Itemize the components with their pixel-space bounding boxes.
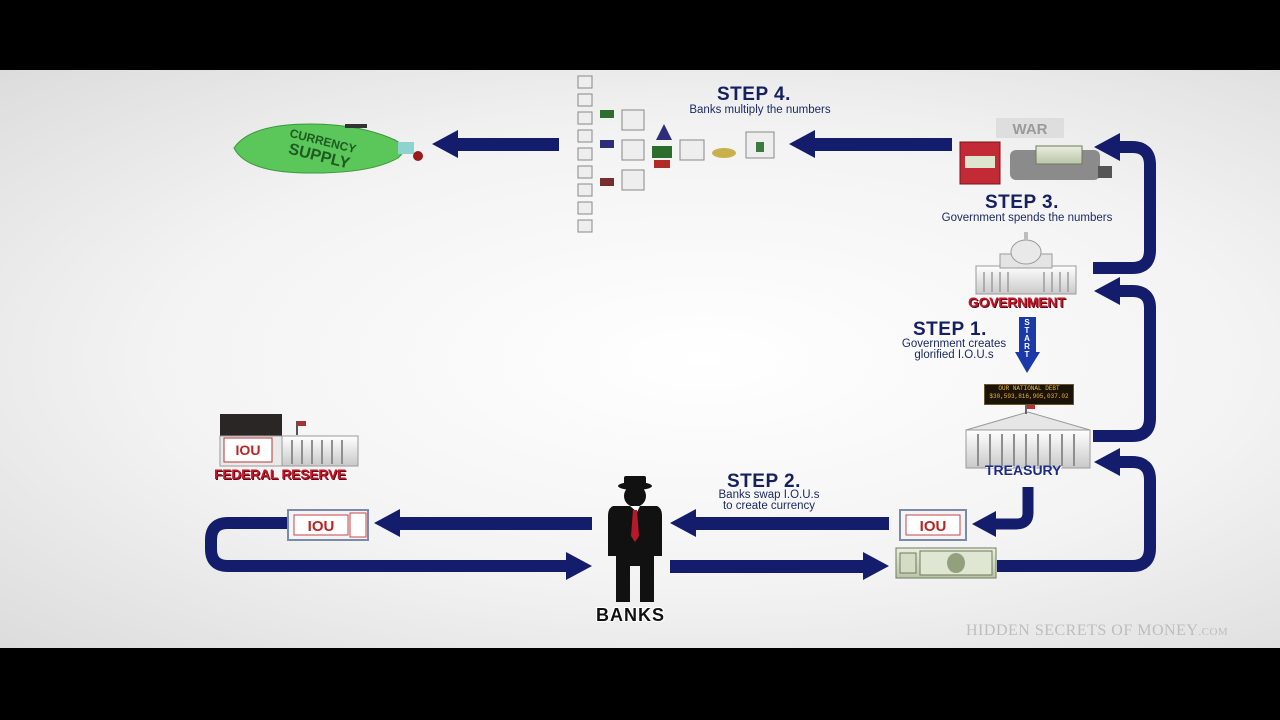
banks-label: BANKS [596, 605, 666, 625]
arrowhead-government [1094, 277, 1120, 305]
start-letter: T [1025, 326, 1030, 335]
start-letter: A [1024, 334, 1030, 343]
national-debt-clock: OUR NATIONAL DEBT $30,593,816,905,037.02 [984, 384, 1074, 405]
debt-clock-label: OUR NATIONAL DEBT [998, 385, 1060, 392]
watermark-suffix: .COM [1198, 626, 1229, 638]
federal-reserve-building: IOU [219, 414, 359, 467]
arrowhead-currency-supply [432, 130, 458, 158]
war-text: WAR [1013, 121, 1048, 138]
arrow-shaft-banks-to-fed [398, 517, 592, 530]
arrowhead-cash [863, 552, 889, 580]
federal-reserve-label: FEDERAL RESERVE [214, 466, 346, 482]
watermark: HIDDEN SECRETS OF MONEY.COM [966, 622, 1228, 640]
arrow-shaft-banks-to-currency [455, 138, 559, 151]
government-building [975, 232, 1077, 295]
treasury-label: TREASURY [985, 462, 1062, 478]
arrow-shaft-iou-to-banks [694, 517, 889, 530]
treasury-building [965, 404, 1091, 469]
start-arrowhead [1015, 352, 1040, 373]
currency-supply-blob: CURRENCY SUPPLY [233, 123, 423, 174]
government-label: GOVERNMENT [968, 294, 1066, 310]
arrowhead-step3 [1094, 133, 1120, 161]
debt-clock-value: $30,593,816,905,037.02 [989, 393, 1069, 400]
banker-figure [608, 476, 662, 602]
start-letter: R [1024, 342, 1030, 351]
arrowhead-fed-iou [374, 509, 400, 537]
arrowhead-banks-cash [566, 552, 592, 580]
step2-description-line2: to create currency [722, 500, 816, 512]
arrow-treasury-to-iou [996, 487, 1034, 530]
step1-description-line1: Government creates [901, 338, 1007, 350]
loop-arrow-gov-to-step3 [1093, 141, 1156, 274]
arrowhead-treasury [1094, 448, 1120, 476]
loop-arrow-treasury-to-gov [1093, 285, 1156, 442]
iou-text-left: IOU [308, 518, 335, 535]
watermark-main: HIDDEN SECRETS OF MONEY [966, 622, 1199, 639]
step1-description-line2: glorified I.O.U.s [914, 349, 994, 361]
cash-stack [895, 547, 997, 579]
start-arrow-shaft [1019, 317, 1036, 354]
step4-title: STEP 4. [717, 84, 791, 105]
iou-note-right: IOU [899, 509, 967, 541]
spending-scene: WAR [959, 118, 1112, 185]
step3-title: STEP 3. [985, 192, 1059, 213]
bank-network-details [600, 110, 764, 186]
loop-arrow-cash-to-treasury [997, 456, 1156, 572]
arrowhead-banks-iou [670, 509, 696, 537]
bank-network [577, 75, 775, 233]
iou-text-fed: IOU [236, 442, 261, 458]
step2-description-line1: Banks swap I.O.U.s [718, 489, 820, 501]
step4-description: Banks multiply the numbers [689, 104, 831, 116]
arrow-shaft-banks-to-cash [670, 560, 866, 573]
arrow-shaft-step3-to-banks [812, 138, 952, 151]
start-letter: S [1024, 318, 1030, 327]
loop-arrow-fed-to-banks [205, 517, 568, 572]
start-letter: T [1025, 350, 1030, 359]
iou-text-right: IOU [920, 518, 947, 535]
arrowhead-banks-multiply [789, 130, 815, 158]
iou-note-left: IOU [287, 509, 369, 541]
step3-description: Government spends the numbers [941, 212, 1113, 224]
arrowhead-iou [972, 511, 996, 537]
step1-title: STEP 1. [913, 319, 987, 340]
step2-title: STEP 2. [727, 471, 801, 492]
